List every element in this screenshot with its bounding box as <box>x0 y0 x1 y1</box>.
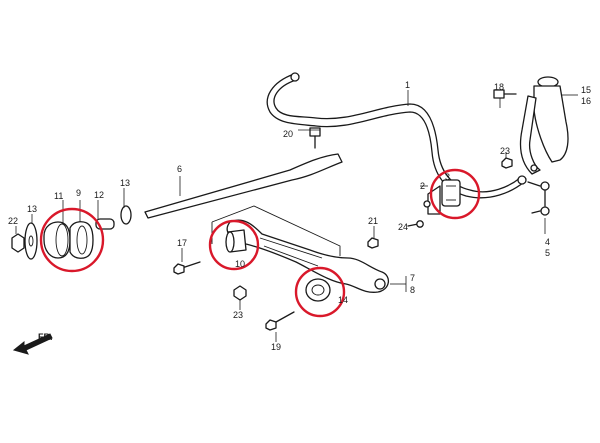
callout-2: 2 <box>420 181 425 191</box>
callout-5: 5 <box>545 248 550 258</box>
callout-15: 15 <box>581 85 591 95</box>
callout-13: 13 <box>27 204 37 214</box>
callout-18: 18 <box>494 82 504 92</box>
stabilizer-bar <box>266 72 527 199</box>
callout-7: 7 <box>410 273 415 283</box>
bolt-19 <box>265 311 295 331</box>
highlight-stabilizer-bushing <box>429 168 481 220</box>
nut-left <box>11 233 25 253</box>
highlight-rear-bushing <box>294 266 346 318</box>
nut-23-upper <box>501 157 513 169</box>
callout-6: 6 <box>177 164 182 174</box>
callout-8: 8 <box>410 285 415 295</box>
nut-21 <box>367 237 379 249</box>
callout-20: 20 <box>283 129 293 139</box>
radius-rod-bushing-inner <box>69 221 94 259</box>
callout-21: 21 <box>368 216 378 226</box>
lower-arm-bushing-front <box>225 229 247 253</box>
leader-lines <box>15 90 578 342</box>
callout-10: 10 <box>235 259 245 269</box>
callout-22: 22 <box>8 216 18 226</box>
highlight-front-bushing <box>208 219 260 271</box>
bolt-17 <box>173 261 201 275</box>
steering-knuckle <box>519 76 569 175</box>
front-direction-arrow: FR. <box>12 332 53 355</box>
callout-13: 13 <box>120 178 130 188</box>
direction-label: FR. <box>38 332 53 342</box>
washer-left <box>24 222 38 260</box>
callout-11: 11 <box>54 191 63 201</box>
washer-right <box>120 205 132 225</box>
stabilizer-bushing <box>441 179 461 207</box>
radius-rod-bushing-outer <box>43 221 71 259</box>
highlight-radius-rod-bushings <box>39 207 105 273</box>
holder-bolt <box>407 220 424 228</box>
nut-23-lower <box>233 285 247 301</box>
stabilizer-bolt <box>309 127 321 149</box>
lower-arm-bushing-rear <box>305 278 331 302</box>
callout-3: 3 <box>445 172 450 182</box>
lower-arm <box>226 219 389 293</box>
callout-23: 23 <box>233 310 243 320</box>
callout-23: 23 <box>500 146 510 156</box>
callout-24: 24 <box>398 222 408 232</box>
callout-19: 19 <box>271 342 281 352</box>
callout-9: 9 <box>76 188 81 198</box>
bolt-18 <box>493 89 517 99</box>
callout-labels: 1 2 3 4 5 6 7 8 9 10 11 12 13 13 14 15 1… <box>8 80 591 352</box>
stabilizer-link <box>527 181 550 216</box>
highlight-circles <box>39 168 481 318</box>
callout-12: 12 <box>94 190 104 200</box>
callout-14: 14 <box>338 295 348 305</box>
callout-16: 16 <box>581 96 591 106</box>
callout-1: 1 <box>405 80 410 90</box>
radius-rod <box>144 153 343 219</box>
callout-4: 4 <box>545 237 550 247</box>
callout-17: 17 <box>177 238 187 248</box>
